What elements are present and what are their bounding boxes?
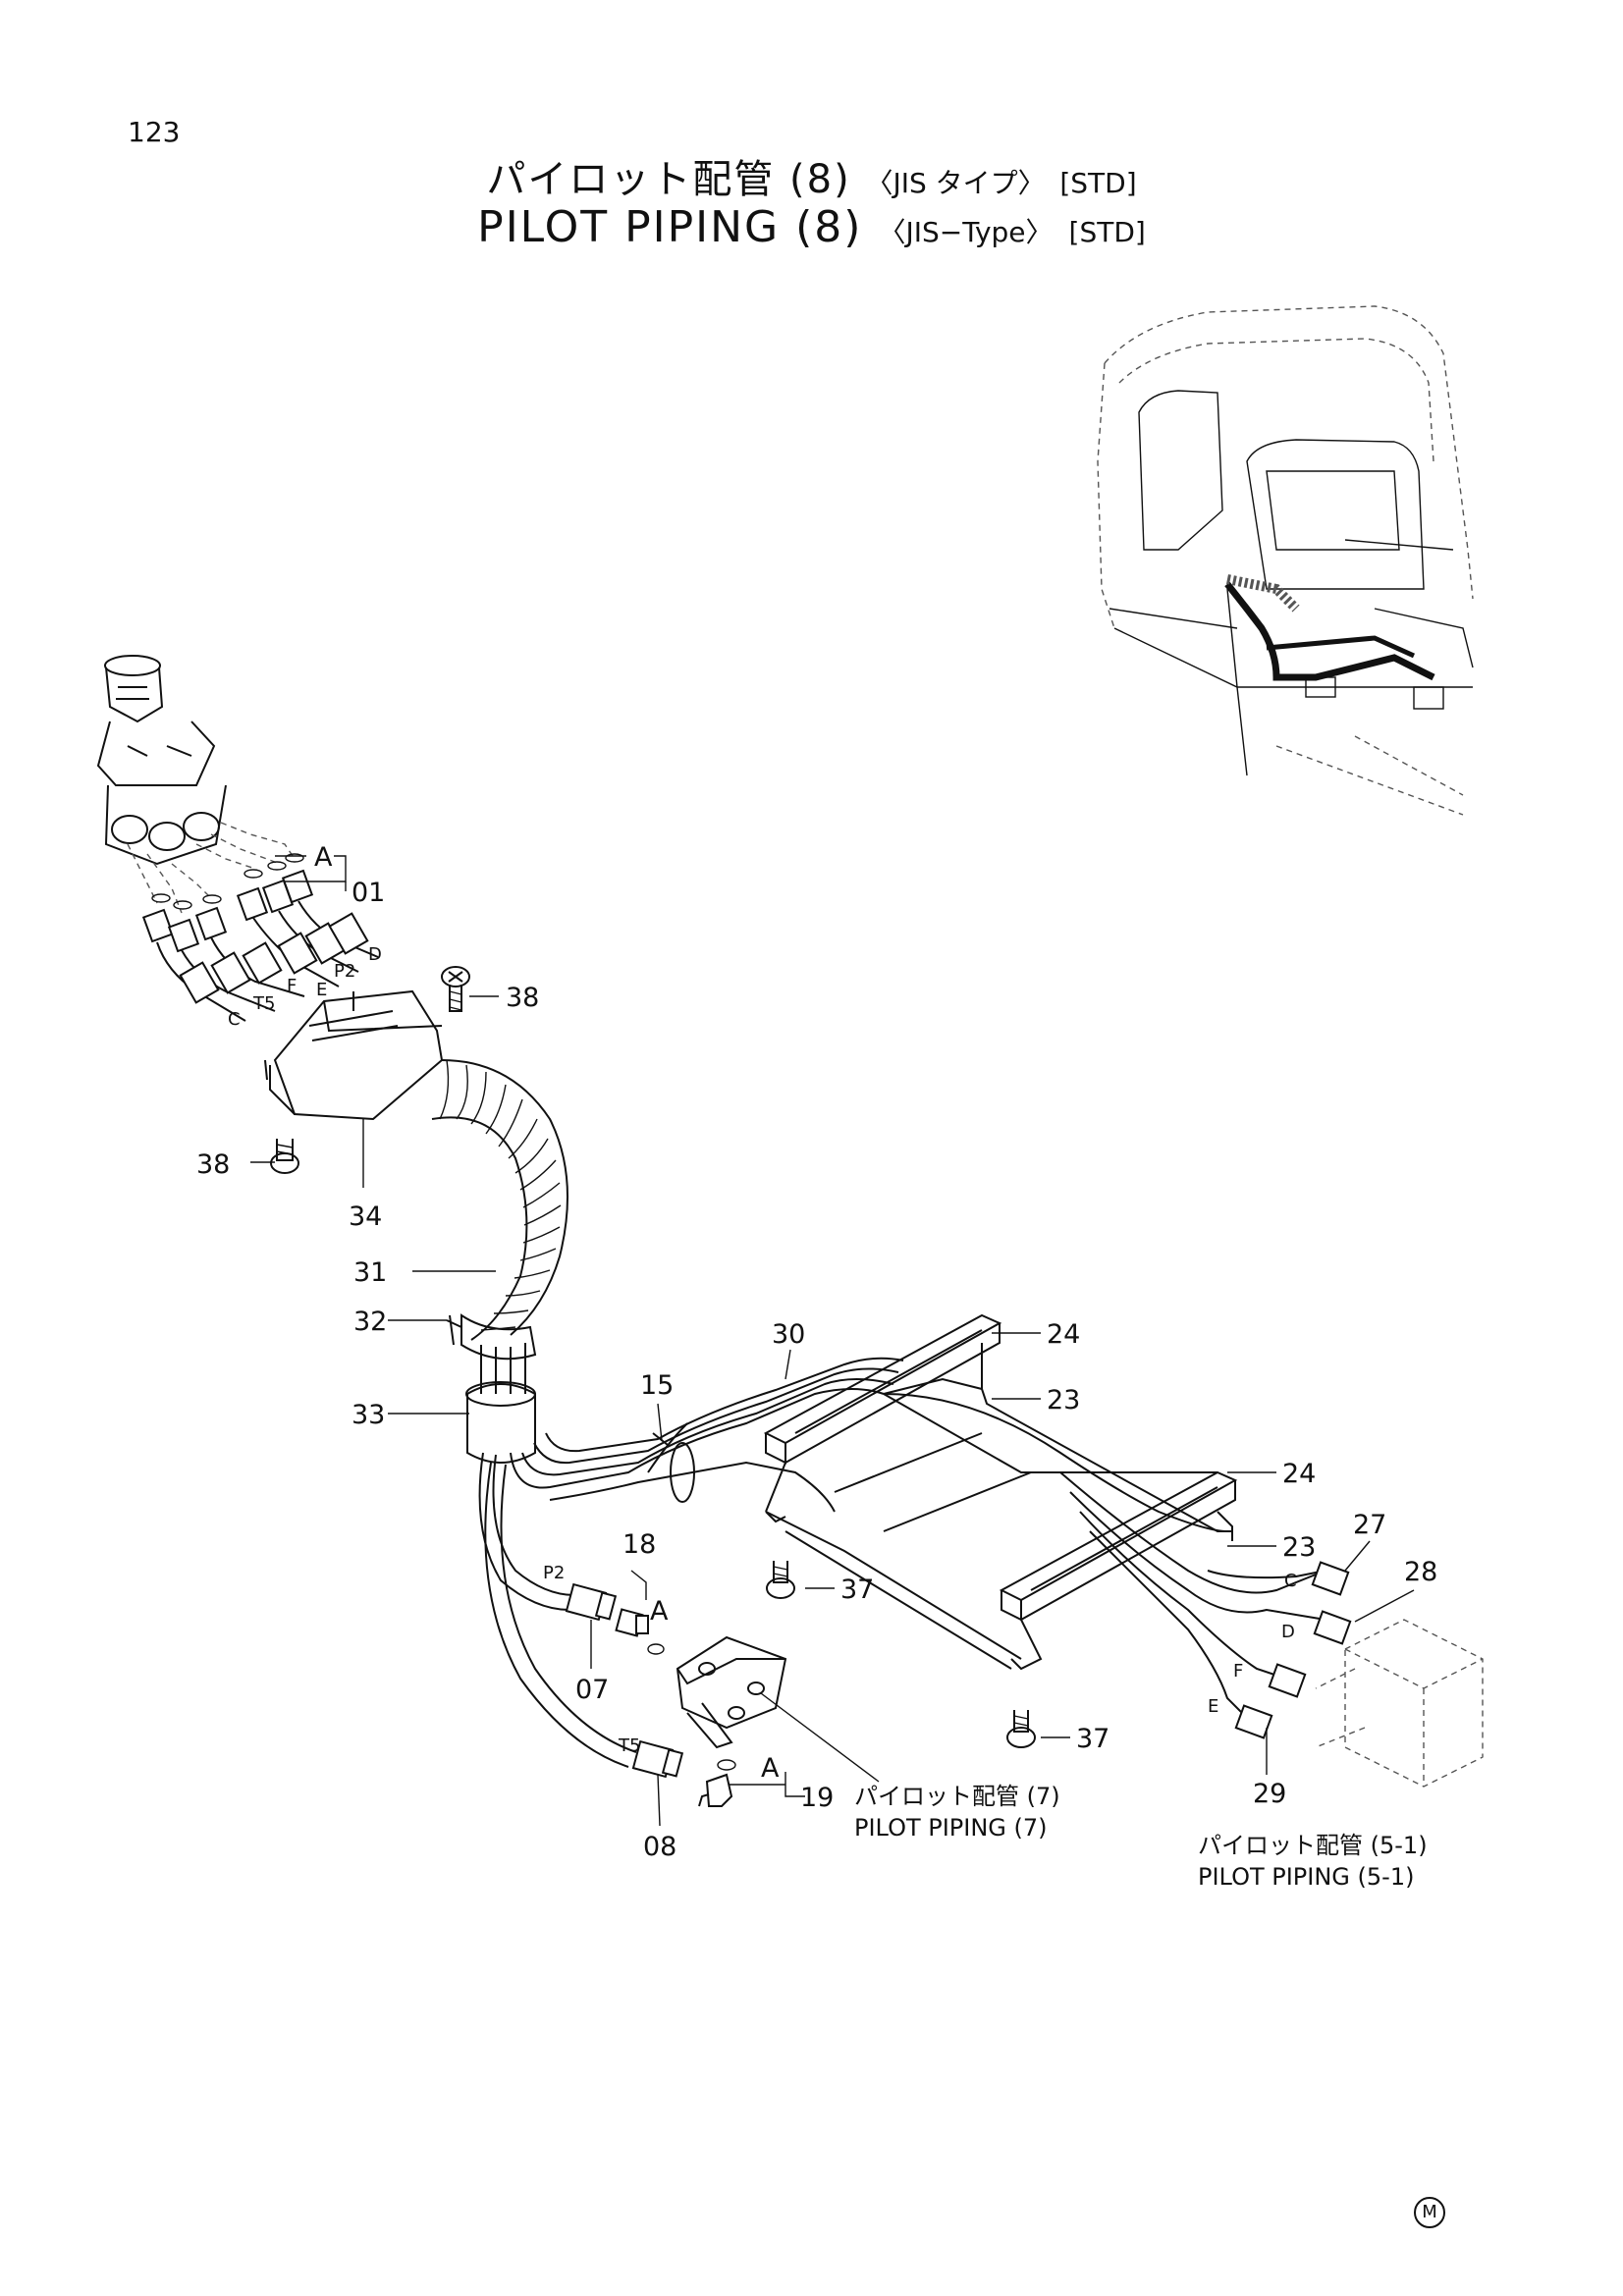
adapter-18 — [615, 1608, 665, 1655]
detail-mark-a-mid: A — [650, 1596, 669, 1627]
callout-23-right: 23 — [1282, 1532, 1316, 1563]
detail-mark-a-top: A — [314, 842, 333, 873]
callout-18: 18 — [622, 1529, 656, 1560]
footer-mark: M — [1414, 2197, 1445, 2228]
port-label-f-top: F — [287, 976, 297, 996]
bolt-37-right — [1006, 1710, 1036, 1748]
callout-29: 29 — [1253, 1779, 1286, 1809]
fitting-08 — [631, 1739, 684, 1779]
port-label-c-top: C — [228, 1009, 241, 1030]
title-jp-main: パイロット配管 (8) — [486, 157, 851, 202]
callout-28: 28 — [1404, 1557, 1437, 1587]
callout-34: 34 — [349, 1201, 382, 1232]
callout-31: 31 — [353, 1257, 387, 1288]
callout-23-top: 23 — [1047, 1385, 1080, 1415]
reference-pilot-piping-7-jp: パイロット配管 (7) — [854, 1783, 1060, 1810]
hoses-lower-left — [478, 1452, 637, 1768]
reference-pilot-piping-5-1-jp: パイロット配管 (5-1) — [1198, 1832, 1428, 1859]
detail-mark-a-bottom: A — [761, 1753, 780, 1784]
callout-37-left: 37 — [840, 1575, 874, 1605]
callout-15: 15 — [640, 1370, 674, 1401]
grommet-33 — [465, 1343, 536, 1464]
o-rings-top — [151, 853, 304, 910]
callout-24-top: 24 — [1047, 1319, 1080, 1350]
adapter-fittings — [141, 869, 314, 953]
port-label-t5-low: T5 — [618, 1735, 640, 1756]
reference-pilot-piping-5-1-en: PILOT PIPING (5-1) — [1198, 1863, 1414, 1891]
callout-33: 33 — [352, 1400, 385, 1430]
callout-leaders — [250, 855, 1415, 1827]
title-english: PILOT PIPING (8) 〈JIS−Type〉 [STD] — [0, 202, 1623, 252]
clamp-15 — [652, 1432, 695, 1503]
callout-01: 01 — [352, 878, 385, 908]
machine-location-inset — [1097, 305, 1474, 816]
bolt-38-bottom — [270, 1139, 299, 1174]
callout-08: 08 — [643, 1832, 676, 1862]
callout-38-top: 38 — [506, 983, 539, 1013]
title-en-std: [STD] — [1068, 216, 1146, 248]
title-jp-std: [STD] — [1059, 167, 1137, 199]
pilot-shutoff-valve — [676, 1635, 787, 1771]
callout-38-bottom: 38 — [196, 1149, 230, 1180]
clamp-32 — [446, 1313, 537, 1361]
title-japanese: パイロット配管 (8) 〈JIS タイプ〉 [STD] — [0, 147, 1623, 204]
title-en-type: 〈JIS−Type〉 — [878, 216, 1054, 248]
callout-07: 07 — [575, 1675, 609, 1705]
port-label-e-top: E — [316, 980, 327, 1000]
callout-32: 32 — [353, 1307, 387, 1337]
bolt-37-left — [766, 1561, 795, 1599]
port-label-d-right: D — [1281, 1622, 1295, 1642]
callout-37-right: 37 — [1076, 1724, 1109, 1754]
title-en-main: PILOT PIPING (8) — [477, 202, 863, 252]
control-valve-block — [1315, 1619, 1484, 1788]
port-label-d-top: D — [368, 944, 382, 965]
callout-27: 27 — [1353, 1510, 1386, 1540]
page-number: 123 — [128, 116, 181, 148]
pilot-valve — [96, 655, 227, 866]
port-label-p2-low: P2 — [543, 1563, 565, 1583]
port-label-e-right: E — [1208, 1696, 1218, 1717]
hose-cover-34 — [264, 989, 444, 1121]
reference-pilot-piping-7-en: PILOT PIPING (7) — [854, 1814, 1048, 1842]
corrugated-tube-31 — [431, 1059, 568, 1341]
callout-30: 30 — [772, 1319, 805, 1350]
bolt-38-top — [441, 966, 470, 1012]
port-label-c-right: C — [1284, 1571, 1297, 1591]
hoses-right — [883, 1393, 1326, 1719]
title-jp-type: 〈JIS タイプ〉 — [865, 167, 1046, 199]
port-label-f-right: F — [1233, 1661, 1243, 1682]
fittings-right — [1234, 1561, 1352, 1739]
port-label-p2-top: P2 — [334, 961, 355, 982]
elbow-19 — [698, 1773, 733, 1807]
port-label-t5-top: T5 — [252, 993, 275, 1014]
callout-24-right: 24 — [1282, 1459, 1316, 1489]
fitting-07 — [565, 1582, 618, 1622]
pilot-hoses-top — [156, 900, 379, 1022]
callout-19: 19 — [800, 1783, 834, 1813]
